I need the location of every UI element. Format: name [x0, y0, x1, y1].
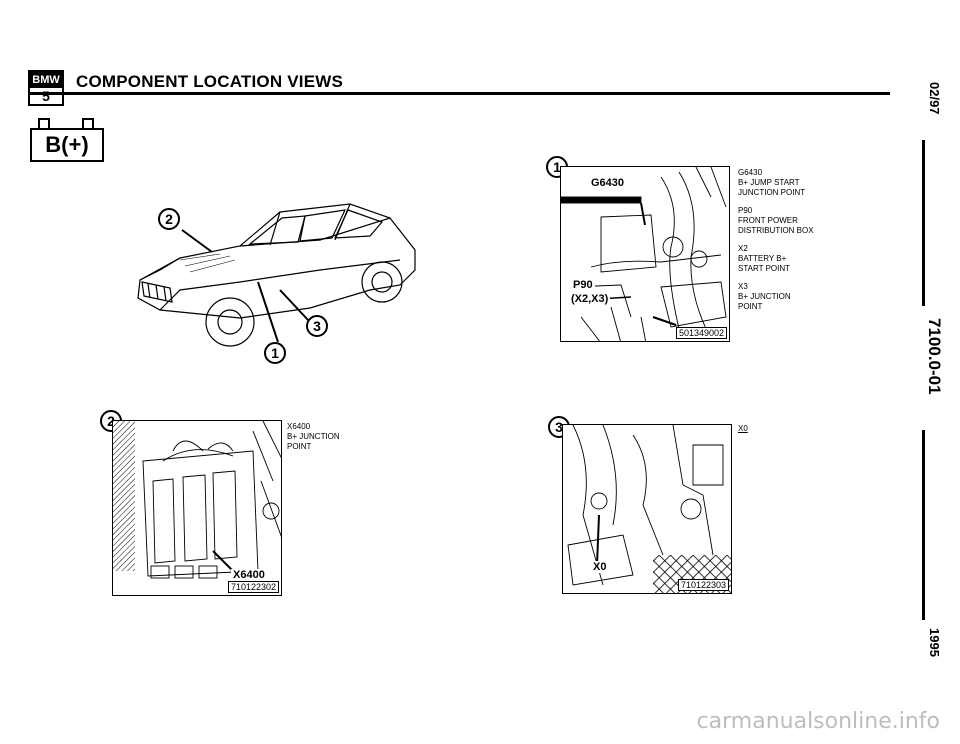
logo-brand: BMW — [30, 72, 62, 88]
legend-item: X3 B+ JUNCTION POINT — [738, 282, 848, 312]
figure1-drawing — [561, 167, 727, 341]
logo-series: 5 — [42, 88, 50, 104]
legend-item: P90 FRONT POWER DISTRIBUTION BOX — [738, 206, 848, 236]
year-label: 1995 — [927, 628, 942, 657]
figure2-photo: X6400 710122302 — [112, 420, 282, 596]
figure1-label-x2x3: (X2,X3) — [569, 293, 611, 305]
car-callout-1: 1 — [264, 342, 286, 364]
legend-code: X0 — [738, 424, 748, 433]
page-title: COMPONENT LOCATION VIEWS — [76, 72, 344, 91]
legend-code: P90 — [738, 206, 753, 215]
legend-item: X6400 B+ JUNCTION POINT — [287, 422, 397, 452]
legend-desc: START POINT — [738, 264, 791, 273]
figure1-label-g6430: G6430 — [589, 177, 627, 189]
legend-code: X3 — [738, 282, 748, 291]
figure3-label-x0: X0 — [591, 561, 609, 573]
figure2-part-number: 710122302 — [227, 581, 279, 593]
figure1-label-p90: P90 — [571, 279, 595, 291]
car-callout-2: 2 — [158, 208, 180, 230]
battery-label: B(+) — [30, 128, 104, 162]
figure1-photo: G6430 P90 (X2,X3) 501349002 — [560, 166, 730, 342]
battery-terminal-left — [38, 118, 50, 128]
date-label: 02/97 — [927, 82, 942, 115]
legend-desc: B+ JUNCTION — [287, 432, 340, 441]
car-overview: 2 3 1 — [120, 190, 430, 370]
legend-code: X6400 — [287, 422, 311, 431]
legend-desc: JUNCTION POINT — [738, 188, 806, 197]
legend-desc: POINT — [738, 302, 763, 311]
figure3-drawing — [567, 425, 731, 593]
bmw-logo: BMW 5 — [28, 70, 64, 106]
figure2-legend: X6400 B+ JUNCTION POINT — [287, 422, 397, 460]
legend-desc: B+ JUMP START — [738, 178, 800, 187]
figure2-drawing — [113, 421, 281, 579]
car-illustration — [137, 203, 416, 347]
figure1-part-number: 501349002 — [675, 327, 727, 339]
legend-desc: DISTRIBUTION BOX — [738, 226, 814, 235]
legend-item: X2 BATTERY B+ START POINT — [738, 244, 848, 274]
figure3-part-number: 710122303 — [677, 579, 729, 591]
watermark: carmanualsonline.info — [696, 709, 940, 734]
legend-item: G6430 B+ JUMP START JUNCTION POINT — [738, 168, 848, 198]
header-rule — [28, 92, 890, 95]
figure2-label-x6400: X6400 — [231, 569, 267, 581]
battery-terminal-right — [82, 118, 94, 128]
figure3-legend: X0 — [738, 424, 798, 442]
legend-code: X2 — [738, 244, 748, 253]
legend-desc: FRONT POWER — [738, 216, 798, 225]
sidebar-line-bottom — [922, 430, 925, 620]
figure1-legend: G6430 B+ JUMP START JUNCTION POINT P90 F… — [738, 168, 848, 320]
battery-icon: B(+) — [30, 118, 104, 162]
legend-code: G6430 — [738, 168, 763, 177]
sidebar-line-top — [922, 140, 925, 306]
car-callout-3: 3 — [306, 315, 328, 337]
figure3-photo: X0 710122303 — [562, 424, 732, 594]
legend-desc: BATTERY B+ — [738, 254, 787, 263]
legend-desc: POINT — [287, 442, 312, 451]
legend-desc: B+ JUNCTION — [738, 292, 791, 301]
section-number: 7100.0-01 — [925, 318, 944, 395]
